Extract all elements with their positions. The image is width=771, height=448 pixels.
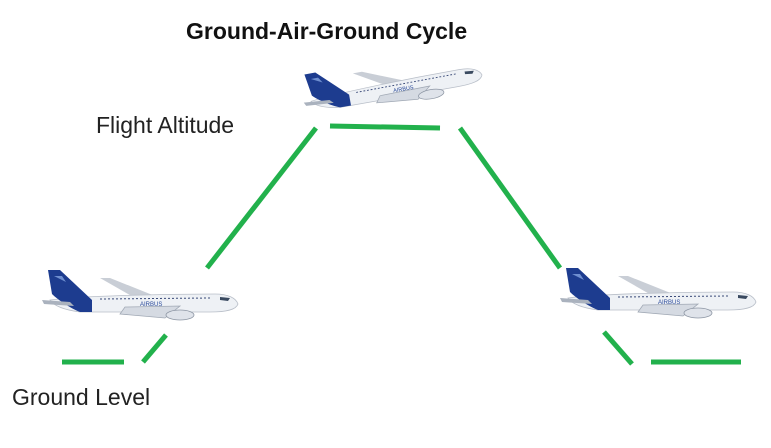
- cruise-segment: [329, 123, 441, 131]
- ground-level-label: Ground Level: [12, 384, 151, 410]
- flight-altitude-label: Flight Altitude: [96, 112, 235, 138]
- landing-segment-low: [602, 330, 634, 366]
- climb-segment: [205, 126, 318, 270]
- flight-path: [62, 123, 741, 366]
- takeoff-segment-low: [141, 333, 168, 364]
- airplane-ground-right: [559, 267, 757, 319]
- airplane-cruise: [298, 43, 486, 122]
- diagram-title: Ground-Air-Ground Cycle: [186, 18, 468, 44]
- descent-segment: [457, 126, 563, 270]
- airplane-ground-left: [41, 269, 239, 321]
